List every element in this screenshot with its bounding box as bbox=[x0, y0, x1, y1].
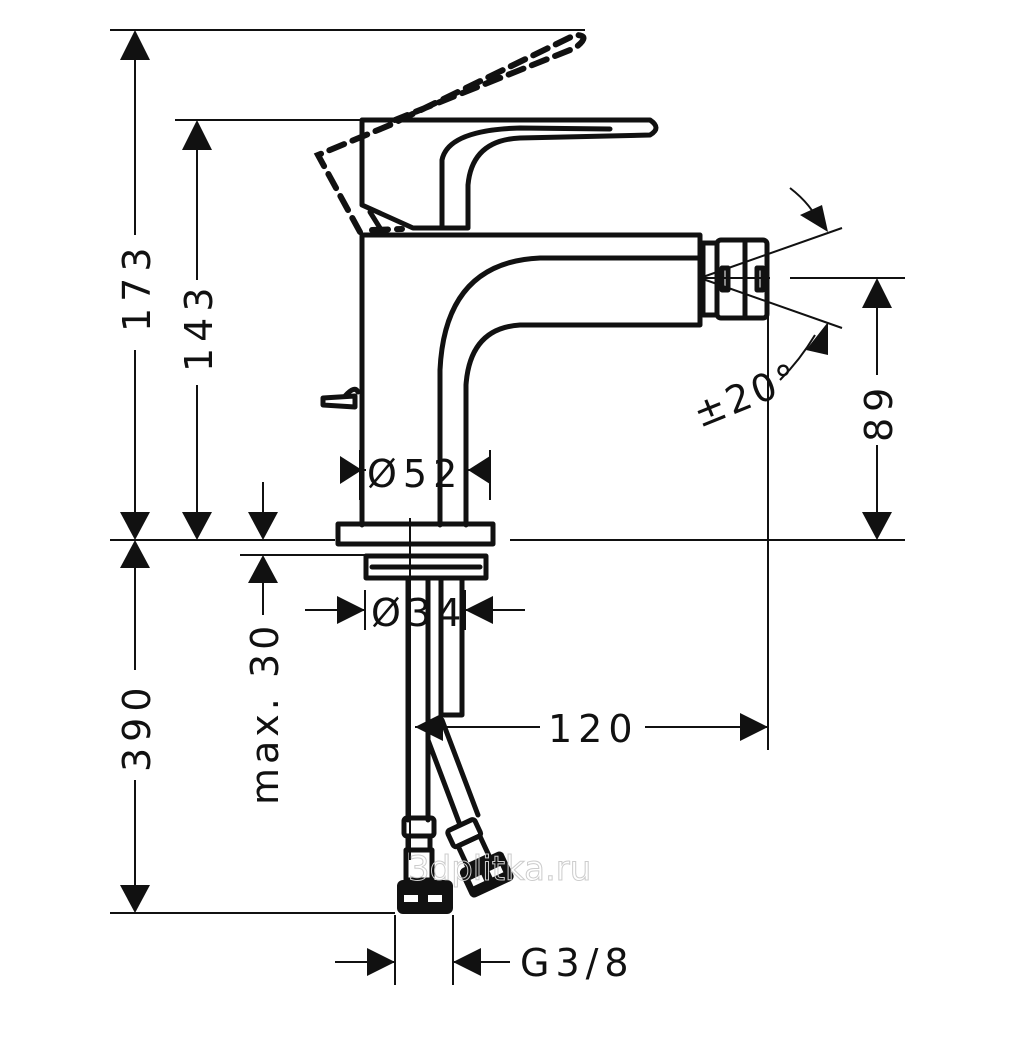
dimension-label-120: 120 bbox=[548, 707, 639, 751]
body-spout bbox=[359, 232, 703, 528]
base-plate bbox=[335, 521, 496, 547]
hose-connector-angled bbox=[445, 817, 514, 898]
arrow-down-icon bbox=[120, 885, 150, 913]
arrow-left-icon bbox=[453, 948, 481, 976]
arrow-up-icon bbox=[182, 120, 212, 150]
arrow-down-icon bbox=[248, 512, 278, 540]
arrow-down-icon bbox=[800, 205, 828, 232]
mounting-nut bbox=[363, 553, 489, 581]
dimension-143: 143 bbox=[177, 120, 221, 540]
dimension-label-g3-8: G3/8 bbox=[520, 941, 635, 985]
watermark: 3dplitka.ru bbox=[408, 849, 591, 889]
dimension-label-diameter-52: Ø52 bbox=[367, 452, 463, 496]
dimension-label-390: 390 bbox=[115, 681, 159, 772]
dimension-diameter-52: Ø52 bbox=[340, 448, 490, 496]
faucet-body bbox=[313, 31, 770, 914]
hose-angled bbox=[425, 717, 481, 828]
dimension-max-30: max. 30 bbox=[243, 482, 287, 805]
arrow-right-icon bbox=[337, 596, 365, 624]
dimension-label-143: 143 bbox=[177, 281, 221, 372]
arrow-up-icon bbox=[806, 322, 828, 355]
arrow-down-icon bbox=[120, 512, 150, 540]
arrow-up-icon bbox=[248, 555, 278, 583]
arrow-right-icon bbox=[340, 456, 362, 484]
pop-up-rod bbox=[320, 386, 361, 410]
dimension-label-173: 173 bbox=[115, 241, 159, 332]
dimension-89: 89 bbox=[857, 278, 901, 540]
arrow-left-icon bbox=[468, 456, 490, 484]
arrow-up-icon bbox=[120, 540, 150, 568]
arrow-left-icon bbox=[465, 596, 493, 624]
arrow-up-icon bbox=[120, 30, 150, 60]
arrow-right-icon bbox=[367, 948, 395, 976]
dimension-173: 173 bbox=[115, 30, 159, 540]
dimension-120: 120 bbox=[415, 707, 768, 751]
lever-raised-outline bbox=[313, 31, 587, 235]
dimension-diameter-34: Ø34 bbox=[305, 590, 525, 635]
dimension-label-diameter-34: Ø34 bbox=[371, 591, 467, 635]
mounting-rod bbox=[438, 577, 465, 718]
arrow-down-icon bbox=[862, 512, 892, 540]
hose-straight bbox=[405, 577, 431, 823]
arrow-right-icon bbox=[740, 713, 768, 741]
dimension-390: 390 bbox=[115, 540, 159, 913]
lever bbox=[359, 117, 659, 231]
arrow-up-icon bbox=[862, 278, 892, 308]
hose-connector bbox=[397, 815, 453, 914]
dimension-swivel-angle: ±20° bbox=[687, 187, 828, 436]
dimension-label-89: 89 bbox=[857, 382, 901, 442]
extension-lines bbox=[110, 29, 905, 985]
dimension-label-max-30: max. 30 bbox=[243, 622, 287, 805]
dimension-g3-8: G3/8 bbox=[335, 941, 635, 985]
arrow-down-icon bbox=[182, 512, 212, 540]
dimension-label-swivel-angle: ±20° bbox=[687, 354, 807, 436]
